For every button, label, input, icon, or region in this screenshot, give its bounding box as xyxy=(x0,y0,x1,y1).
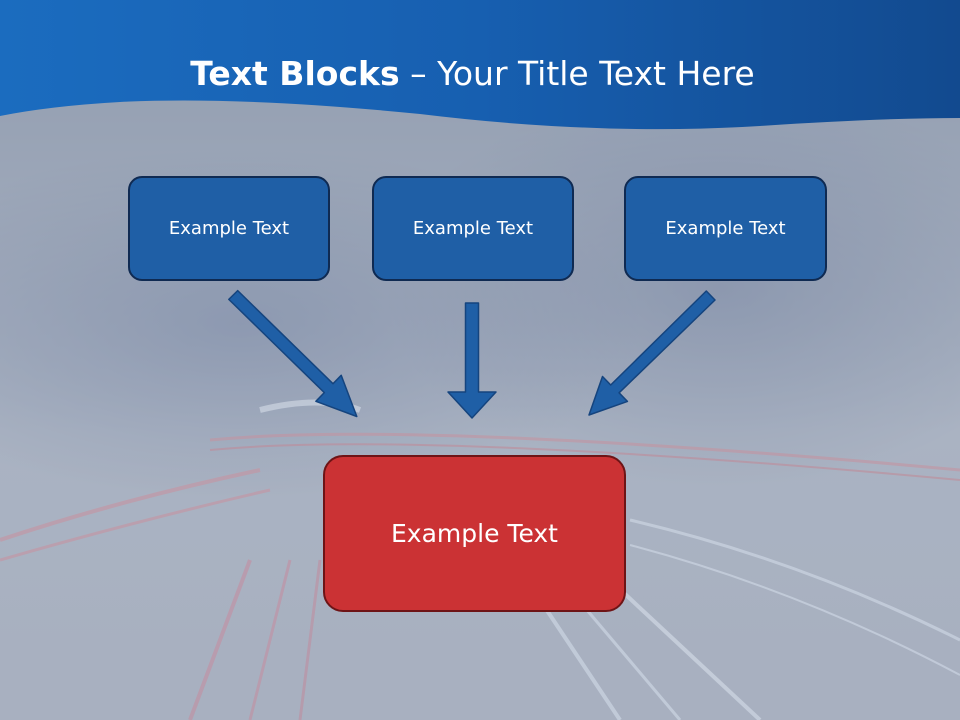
text-block-middle-label: Example Text xyxy=(412,218,534,239)
text-block-right[interactable]: Example Text xyxy=(624,176,827,281)
title-rest: Your Title Text Here xyxy=(437,54,755,93)
title-dash: – xyxy=(399,54,438,93)
title-bold: Text Blocks xyxy=(190,54,400,93)
text-block-right-label: Example Text xyxy=(665,218,786,239)
arrow-left-icon xyxy=(228,289,358,418)
arrow-right-icon xyxy=(588,290,716,416)
text-block-left[interactable]: Example Text xyxy=(128,176,330,281)
text-block-left-label: Example Text xyxy=(168,218,290,239)
text-block-middle[interactable]: Example Text xyxy=(372,176,574,281)
slide-title: Text Blocks – Your Title Text Here xyxy=(0,52,945,96)
target-block-label: Example Text xyxy=(391,519,558,548)
header-wave xyxy=(0,0,960,130)
arrow-middle-icon xyxy=(447,302,497,419)
target-block[interactable]: Example Text xyxy=(323,455,626,612)
